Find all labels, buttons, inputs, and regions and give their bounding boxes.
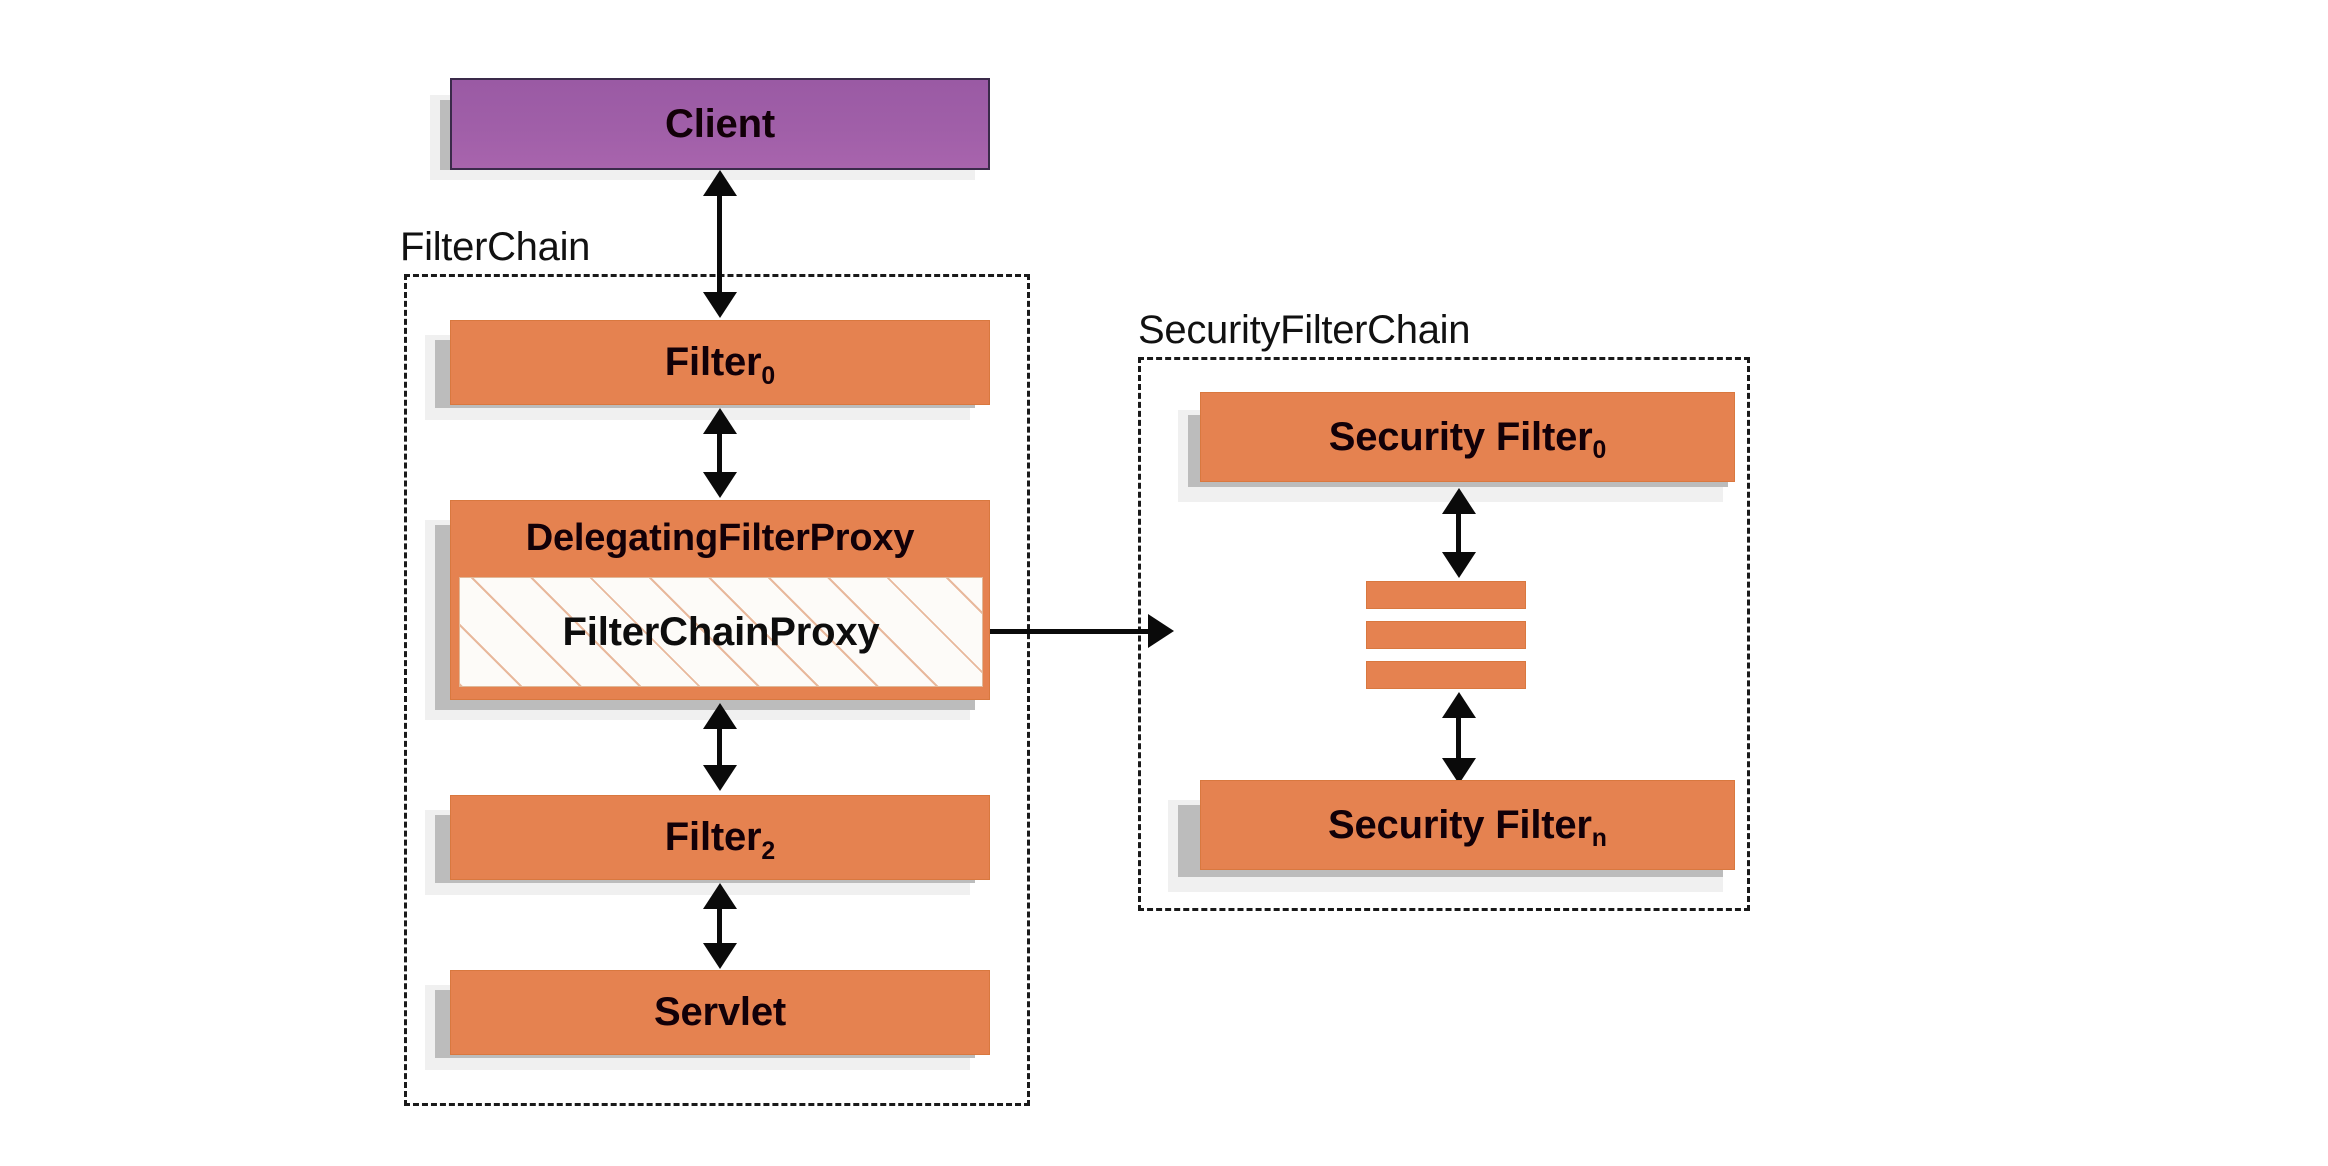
arrow-ellipsis-sfn-down-head [1442, 758, 1476, 784]
arrow-filter2-servlet-line [717, 903, 722, 961]
node-filter-chain-proxy-label: FilterChainProxy [562, 609, 880, 654]
node-security-filter0[interactable]: Security Filter0 [1200, 392, 1735, 482]
node-filter2-label: Filter2 [664, 815, 776, 865]
node-security-filter0-label: Security Filter0 [1328, 414, 1607, 465]
arrow-dfp-filter2-line [717, 723, 722, 783]
node-servlet[interactable]: Servlet [450, 970, 990, 1055]
arrow-client-line [717, 190, 722, 310]
node-security-filtern[interactable]: Security Filtern [1200, 780, 1735, 870]
arrow-fcp-to-sfc-line [990, 629, 1152, 634]
ellipsis-bar-1 [1366, 581, 1526, 609]
arrow-dfp-filter2-down-head [703, 765, 737, 791]
arrow-client-down-head [703, 292, 737, 318]
arrow-sf0-ellipsis-line [1456, 508, 1461, 568]
security-filter-chain-group-box [1138, 357, 1750, 911]
arrow-filter2-servlet-down-head [703, 943, 737, 969]
arrow-filter0-dfp-down-head [703, 472, 737, 498]
arrow-fcp-to-sfc-head [1148, 614, 1174, 648]
arrow-filter0-dfp-line [717, 428, 722, 490]
node-filter-chain-proxy[interactable]: FilterChainProxy [459, 577, 983, 687]
node-security-filtern-label: Security Filtern [1328, 802, 1607, 853]
node-filter0[interactable]: Filter0 [450, 320, 990, 405]
node-client-label: Client [665, 101, 775, 146]
node-client[interactable]: Client [450, 78, 990, 170]
filter-chain-group-label: FilterChain [400, 225, 591, 269]
ellipsis-bar-2 [1366, 621, 1526, 649]
security-filter-chain-group-label: SecurityFilterChain [1138, 308, 1471, 352]
arrow-ellipsis-sfn-line [1456, 712, 1461, 772]
node-filter2[interactable]: Filter2 [450, 795, 990, 880]
node-delegating-filter-proxy[interactable]: DelegatingFilterProxy FilterChainProxy [450, 500, 990, 700]
arrow-sf0-ellipsis-down-head [1442, 552, 1476, 578]
node-servlet-label: Servlet [653, 990, 787, 1034]
node-filter0-label: Filter0 [664, 340, 776, 390]
node-delegating-filter-proxy-label: DelegatingFilterProxy [525, 516, 915, 559]
ellipsis-bar-3 [1366, 661, 1526, 689]
